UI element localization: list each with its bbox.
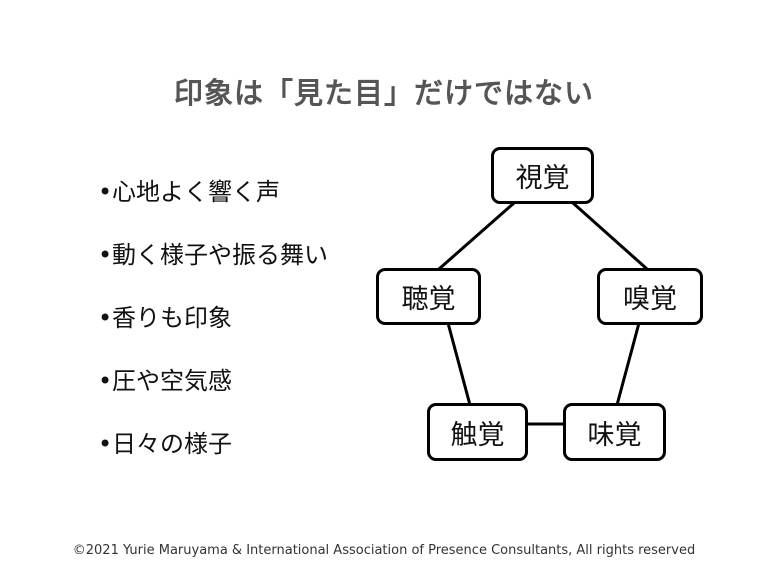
bullet-text: 心地よく響く声 (112, 178, 280, 206)
bullet-item: •圧や空気感 (98, 361, 328, 424)
node-sight: 視覚 (491, 147, 594, 204)
bullet-item: •日々の様子 (98, 424, 328, 487)
bullet-marker: • (98, 241, 113, 269)
bullet-marker: • (98, 430, 113, 458)
node-touch: 触覚 (427, 403, 528, 461)
bullet-marker: • (98, 367, 113, 395)
edge-sight-hearing (438, 201, 515, 271)
bullet-text: 動く様子や振る舞い (112, 241, 328, 269)
bullet-marker: • (98, 304, 113, 332)
node-taste: 味覚 (563, 403, 666, 461)
bullet-list: •心地よく響く声 •動く様子や振る舞い •香りも印象 •圧や空気感 •日々の様子 (98, 172, 328, 487)
copyright-footer: ©2021 Yurie Maruyama & International Ass… (72, 543, 696, 558)
node-smell: 嗅覚 (597, 268, 703, 325)
bullet-item: •香りも印象 (98, 298, 328, 361)
bullet-text: 圧や空気感 (112, 367, 232, 395)
bullet-text: 日々の様子 (112, 430, 232, 458)
node-hearing: 聴覚 (376, 268, 481, 325)
slide-title: 印象は「見た目」だけではない (173, 76, 594, 110)
edge-smell-taste (615, 322, 641, 406)
edge-sight-smell (572, 201, 648, 271)
bullet-marker: • (98, 178, 113, 206)
bullet-item: •心地よく響く声 (98, 172, 328, 235)
bullet-item: •動く様子や振る舞い (98, 235, 328, 298)
edge-hearing-touch (446, 322, 472, 406)
bullet-text: 香りも印象 (112, 304, 232, 332)
